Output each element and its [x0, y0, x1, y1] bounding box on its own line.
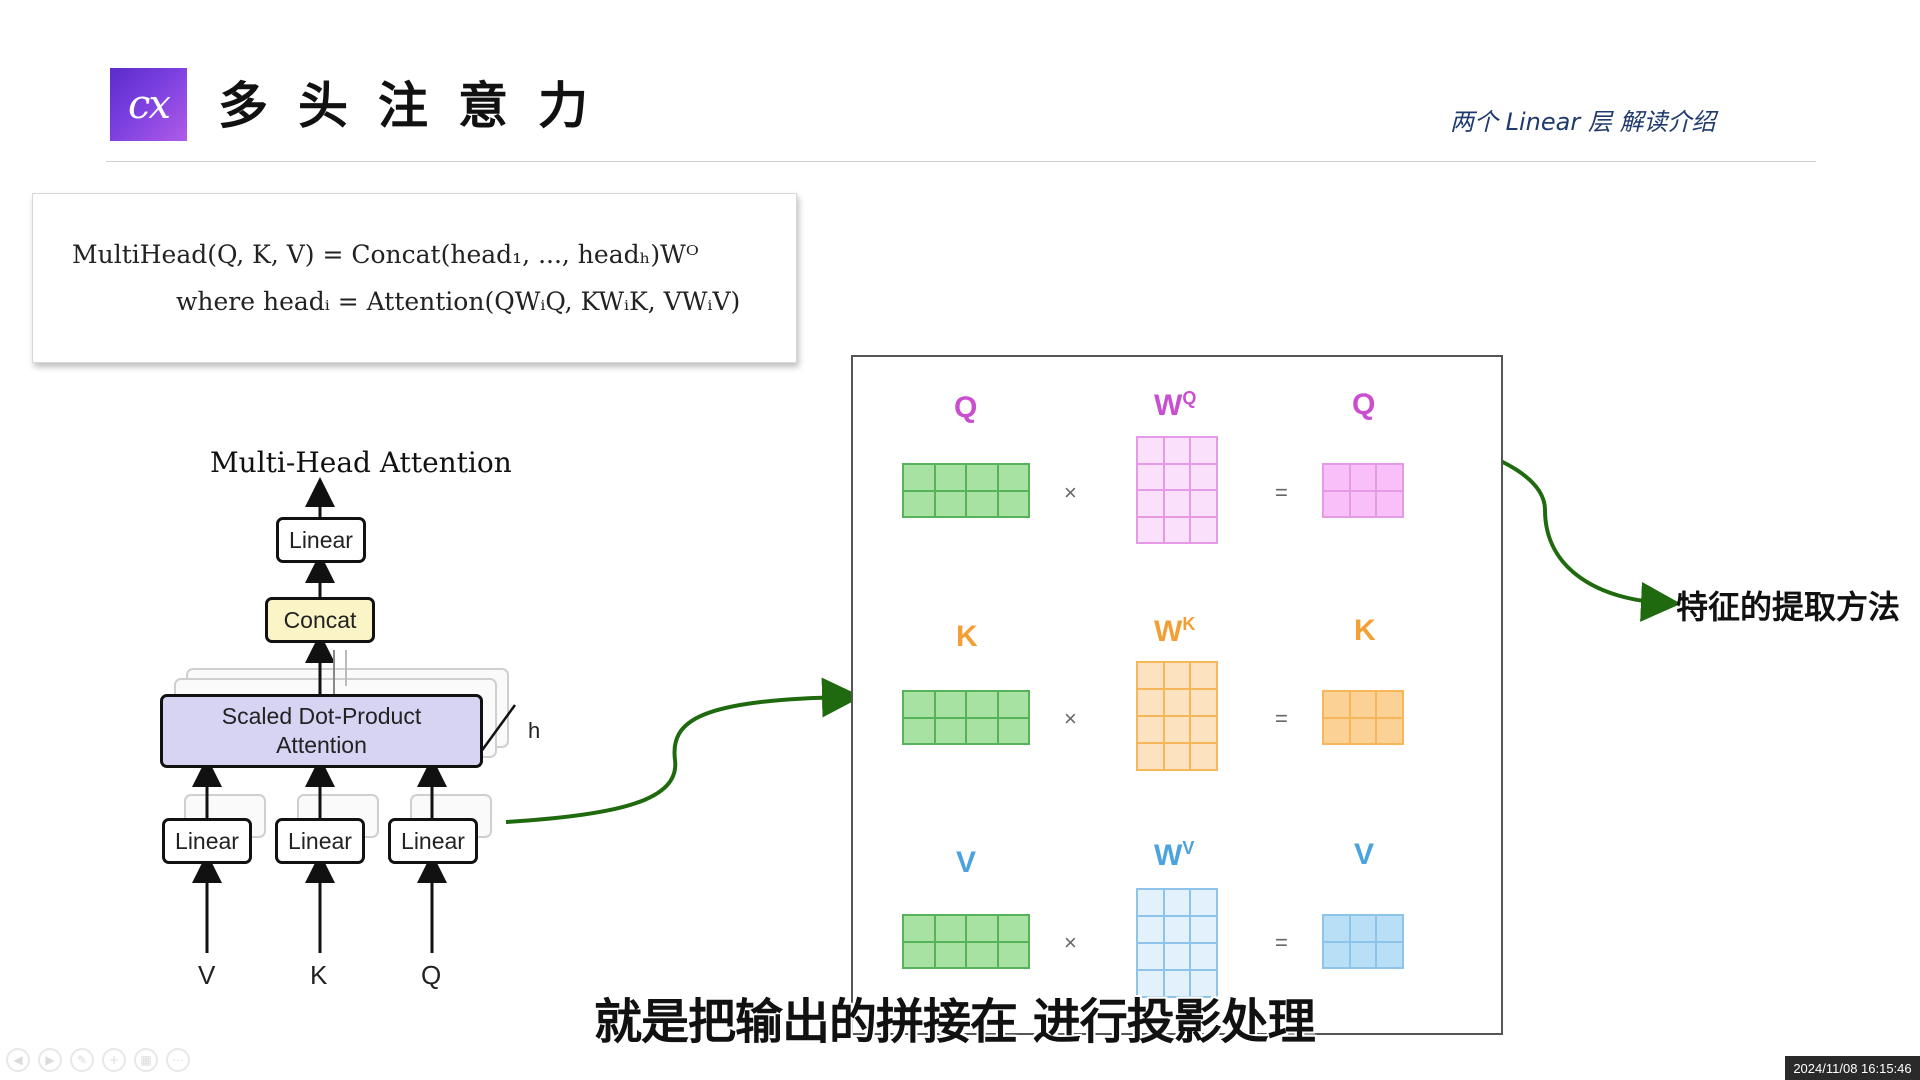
q-output-matrix — [1322, 463, 1404, 518]
formula-line-2: where headᵢ = Attention(QWᵢQ, KWᵢK, VWᵢV… — [176, 287, 741, 316]
q-input-label: Q — [954, 391, 978, 424]
wk-weight-matrix — [1136, 661, 1218, 771]
formula-box — [32, 193, 797, 363]
wq-label: WQ — [1154, 388, 1197, 422]
concat-block: Concat — [265, 597, 375, 643]
k-output-label: K — [1354, 614, 1376, 647]
wk-label: WK — [1154, 614, 1196, 648]
timestamp-badge: 2024/11/08 16:15:46 — [1785, 1056, 1920, 1080]
more-icon[interactable]: ⋯ — [166, 1048, 190, 1072]
linear-block-q: Linear — [388, 818, 478, 864]
equals-sign: = — [1275, 706, 1288, 731]
times-sign: × — [1064, 930, 1077, 955]
input-v-label: V — [198, 960, 216, 990]
slide-subtitle: 两个 Linear 层 解读介绍 — [1450, 108, 1716, 136]
k-input-label: K — [956, 620, 978, 653]
wq-weight-matrix — [1136, 436, 1218, 544]
q-output-label: Q — [1352, 388, 1376, 421]
pen-icon[interactable]: ✎ — [70, 1048, 94, 1072]
v-input-matrix — [902, 914, 1030, 969]
zoom-in-icon[interactable]: + — [102, 1048, 126, 1072]
top-linear-block: Linear — [276, 517, 366, 563]
q-input-matrix — [902, 463, 1030, 518]
presentation-toolbar: ◀ ▶ ✎ + ▦ ⋯ — [6, 1048, 190, 1072]
input-q-label: Q — [421, 960, 442, 990]
equals-sign: = — [1275, 930, 1288, 955]
sdpa-block: Scaled Dot-Product Attention — [160, 694, 483, 768]
page-title: 多头注意力 — [218, 77, 618, 135]
linear-block-v: Linear — [162, 818, 252, 864]
logo: cx — [110, 68, 187, 141]
equals-sign: = — [1275, 480, 1288, 505]
next-icon[interactable]: ▶ — [38, 1048, 62, 1072]
annotation-feature-extraction: 特征的提取方法 — [1676, 588, 1901, 626]
times-sign: × — [1064, 480, 1077, 505]
linear-block-k: Linear — [275, 818, 365, 864]
wv-label: WV — [1154, 838, 1195, 872]
header-divider — [106, 161, 1816, 162]
k-input-matrix — [902, 690, 1030, 745]
video-caption: 就是把输出的拼接在 进行投影处理 — [594, 994, 1316, 1050]
sdpa-label-line2: Attention — [276, 732, 367, 758]
prev-icon[interactable]: ◀ — [6, 1048, 30, 1072]
heads-count-label: h — [528, 718, 541, 743]
sdpa-label-line1: Scaled Dot-Product — [221, 703, 422, 729]
input-k-label: K — [310, 960, 328, 990]
logo-text: cx — [128, 81, 171, 128]
times-sign: × — [1064, 706, 1077, 731]
wv-weight-matrix — [1136, 888, 1218, 998]
v-output-matrix — [1322, 914, 1404, 969]
v-input-label: V — [956, 846, 977, 879]
k-output-matrix — [1322, 690, 1404, 745]
green-arrow-to-panel — [505, 677, 862, 824]
diagram-title: Multi-Head Attention — [210, 446, 512, 479]
formula-line-1: MultiHead(Q, K, V) = Concat(head₁, ..., … — [72, 240, 699, 269]
v-output-label: V — [1354, 838, 1375, 871]
grid-icon[interactable]: ▦ — [134, 1048, 158, 1072]
